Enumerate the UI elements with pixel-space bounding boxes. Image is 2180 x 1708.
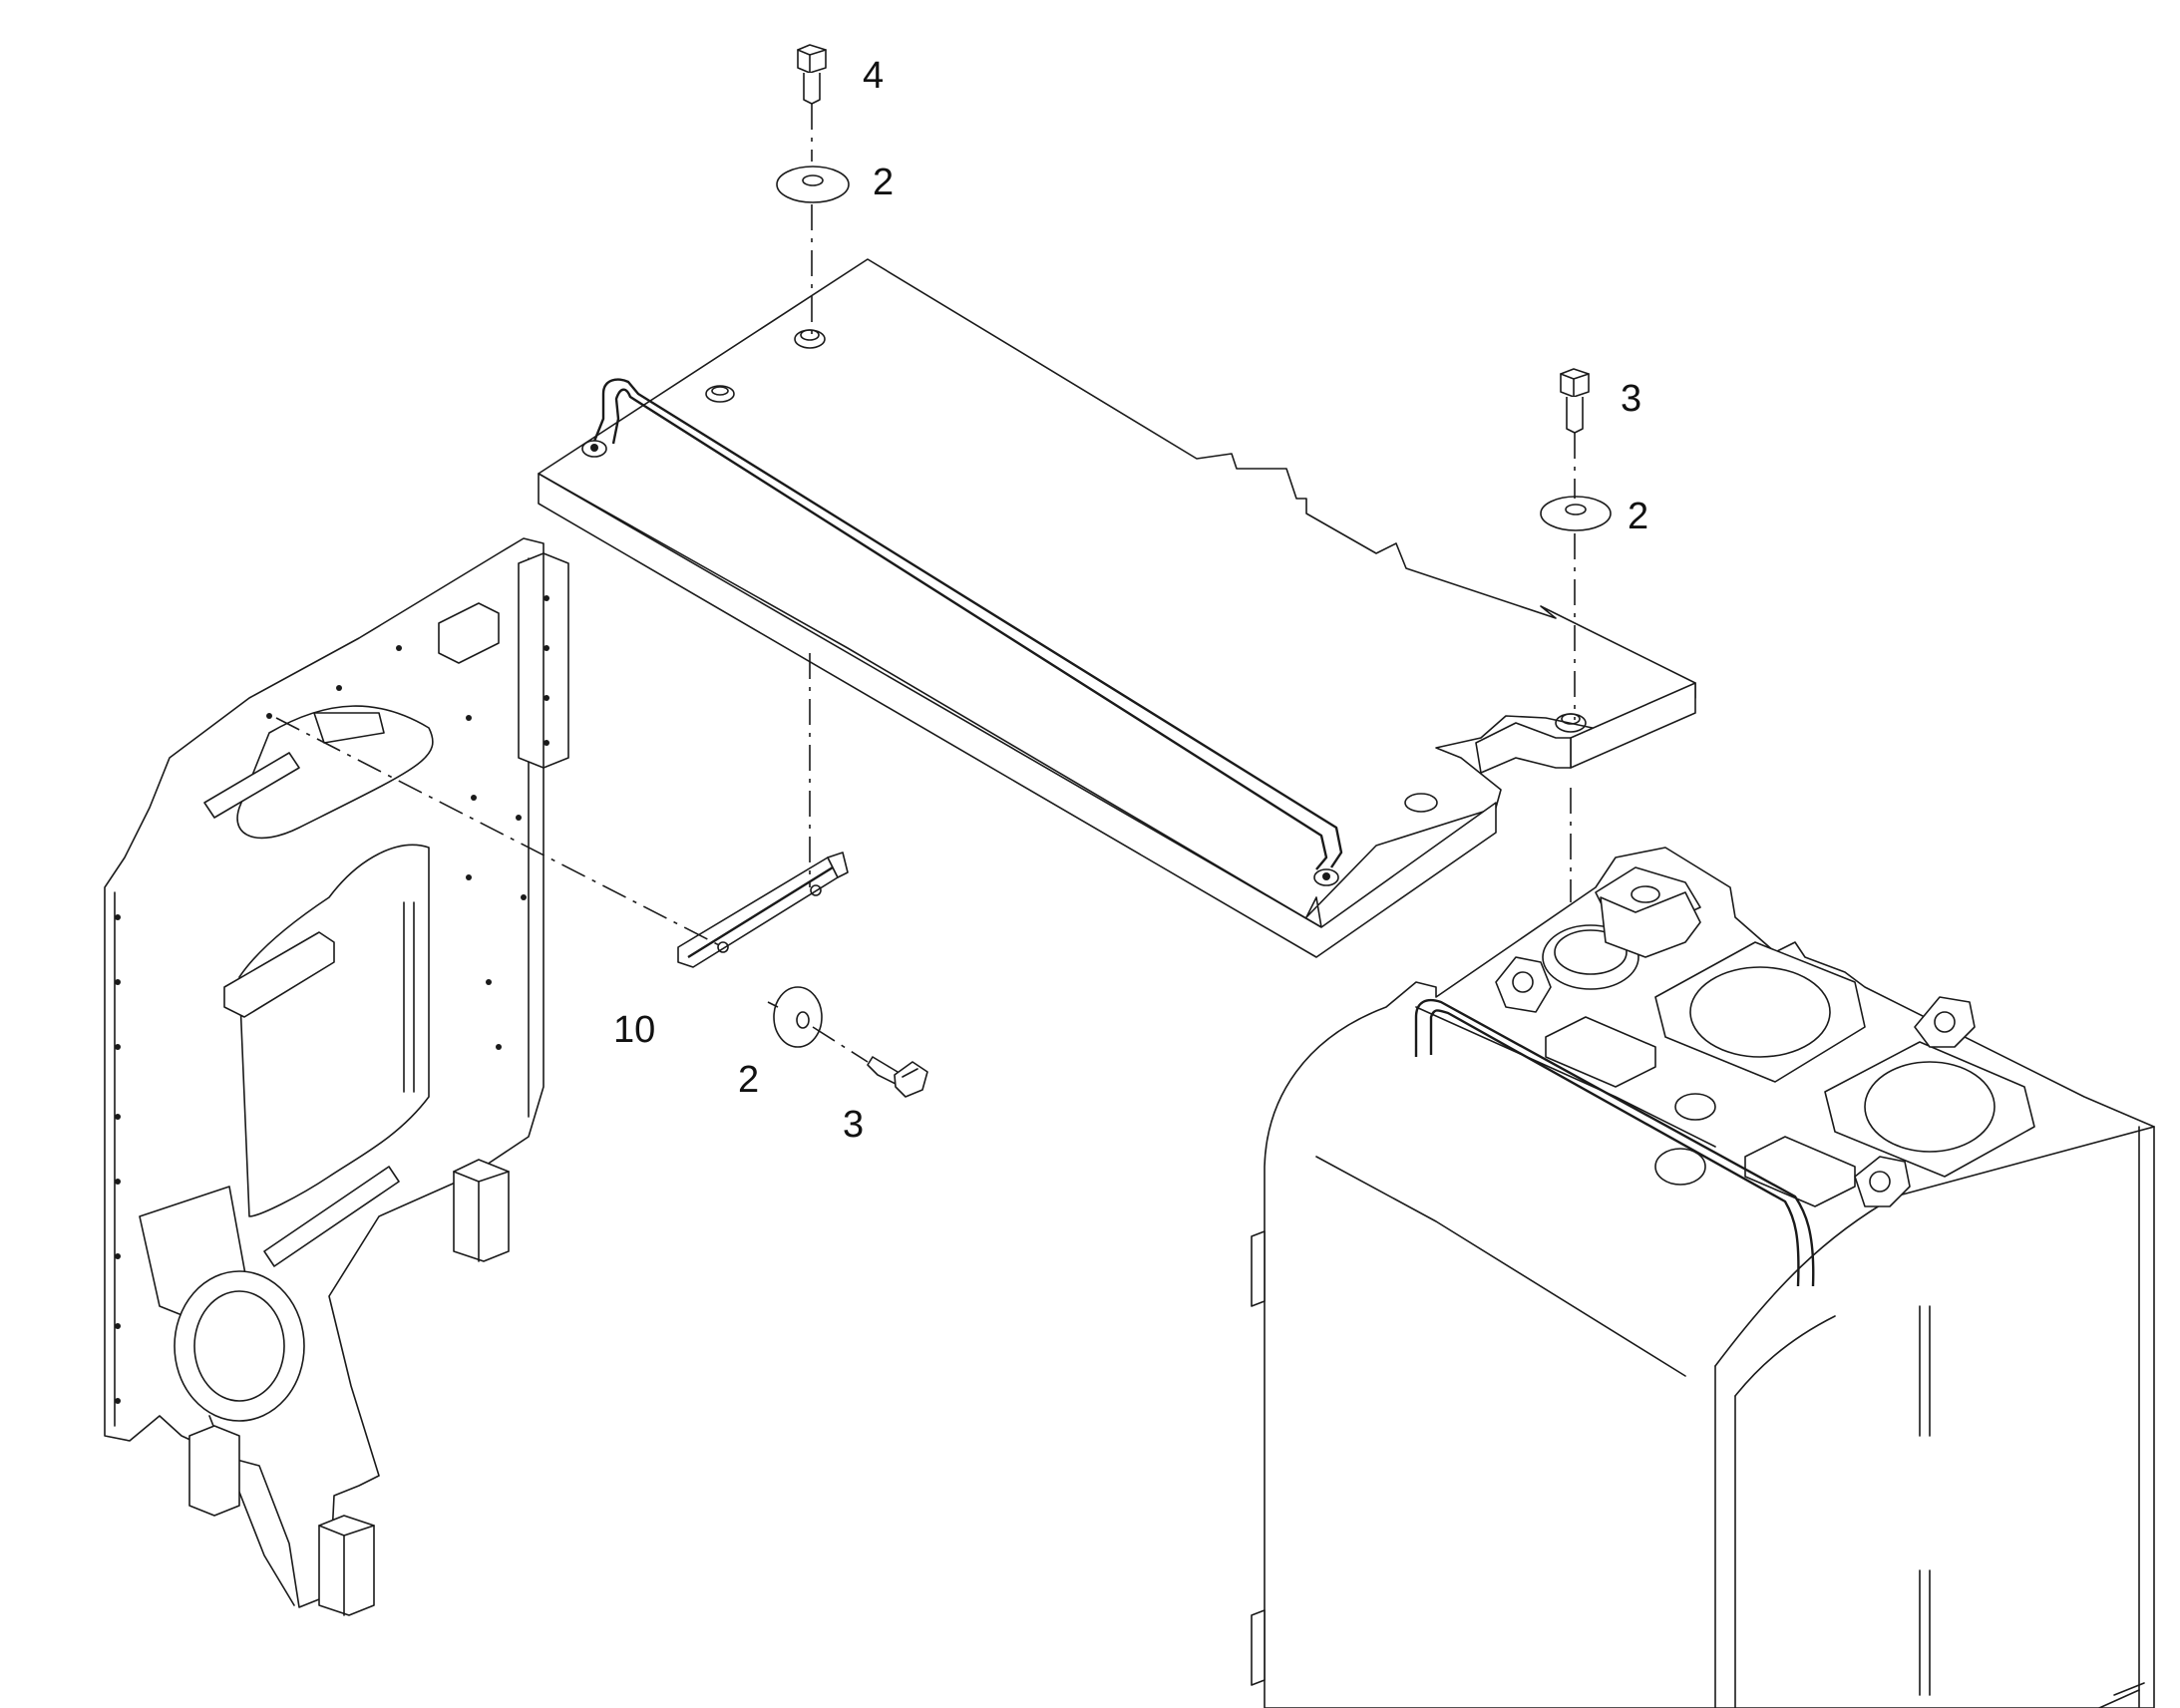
callout-top-washer: 2 [873, 162, 894, 203]
callout-front-washer: 2 [738, 1059, 759, 1101]
front-washer [773, 986, 823, 1048]
top-bolt [797, 44, 827, 105]
assembly-centerlines [275, 104, 1576, 1063]
callout-front-bolt: 3 [843, 1104, 864, 1146]
top-washer [776, 166, 850, 203]
right-bolt [1560, 368, 1590, 434]
callout-bracket: 10 [613, 1009, 655, 1051]
side-frame-panel [104, 537, 569, 1616]
mounting-bracket [677, 852, 849, 968]
callout-right-bolt: 3 [1621, 378, 1641, 420]
callout-right-washer: 2 [1628, 496, 1648, 537]
tank-housing [1251, 847, 2155, 1708]
right-washer [1540, 496, 1612, 531]
front-bolt [867, 1056, 928, 1098]
callout-top-bolt: 4 [863, 55, 884, 97]
top-cover-plate [538, 258, 1696, 958]
